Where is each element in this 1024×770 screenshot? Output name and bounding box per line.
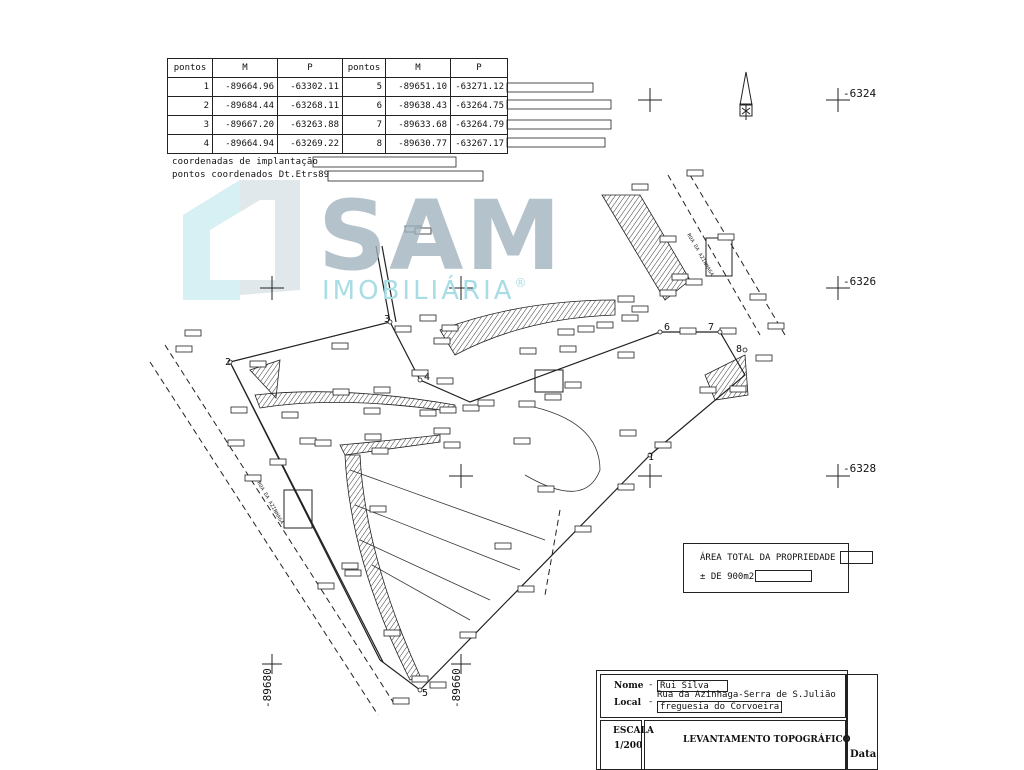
title-block-title-box	[644, 720, 846, 770]
table-cell: -89664.94	[212, 134, 278, 154]
header-p-2: P	[450, 58, 508, 78]
implantation-note: coordenadas de implantação	[172, 157, 319, 167]
watermark-subtitle: IMOBILIÁRIA®	[322, 276, 530, 306]
header-pontos-2: pontos	[342, 58, 386, 78]
property-boundary	[229, 245, 746, 691]
table-cell: -89630.77	[385, 134, 451, 154]
grid-label-bottom-left: -89680	[261, 668, 274, 708]
point-label-3: 3	[384, 314, 391, 325]
table-cell: 4	[167, 134, 213, 154]
header-m-1: M	[212, 58, 278, 78]
header-m-2: M	[385, 58, 451, 78]
header-p-1: P	[277, 58, 343, 78]
table-cell: -89664.96	[212, 77, 278, 97]
table-cell: -63264.75	[450, 96, 508, 116]
spot-height-labels	[175, 169, 785, 705]
point-label-1: 1	[648, 452, 655, 463]
area-value: ± DE 900m2	[700, 572, 755, 582]
area-title: ÁREA TOTAL DA PROPRIEDADE	[700, 553, 836, 563]
table-cell: -63264.79	[450, 115, 508, 135]
local-line2: freguesia do Corvoeira	[657, 701, 783, 713]
table-cell: -63269.22	[277, 134, 343, 154]
grid-label-low: -6328	[843, 462, 877, 475]
table-cell: 6	[342, 96, 386, 116]
table-cell: -89684.44	[212, 96, 278, 116]
table-cell: -89638.43	[385, 96, 451, 116]
table-row: 4 -89664.94 -63269.22 8 -89630.77 -63267…	[167, 134, 508, 154]
local-label: Local	[614, 698, 642, 708]
point-label-4: 4	[424, 372, 431, 383]
table-cell: 2	[167, 96, 213, 116]
table-cell: -63268.11	[277, 96, 343, 116]
etrs-note: pontos coordenados Dt.Etrs89	[172, 170, 330, 180]
area-value-box	[755, 570, 812, 582]
terrain-lines	[349, 404, 601, 621]
header-pontos-1: pontos	[167, 58, 213, 78]
escala-label: ESCALA	[613, 726, 654, 736]
local-dash: -	[648, 697, 654, 707]
table-row: 2 -89684.44 -63268.11 6 -89638.43 -63264…	[167, 96, 508, 116]
street-edges	[149, 174, 786, 716]
table-cell: -89633.68	[385, 115, 451, 135]
table-cell: -89651.10	[385, 77, 451, 97]
nome-label: Nome	[614, 681, 644, 691]
table-row: 3 -89667.20 -63263.88 7 -89633.68 -63264…	[167, 115, 508, 135]
north-arrow-icon	[739, 71, 753, 120]
grid-label-mid: -6326	[843, 275, 877, 288]
table-header-row: pontos M P pontos M P	[167, 58, 508, 78]
table-cell: -89667.20	[212, 115, 278, 135]
survey-point-markers	[227, 319, 748, 693]
title-block-name-box	[600, 674, 846, 718]
point-label-2: 2	[225, 357, 232, 368]
area-label-boxes	[840, 551, 873, 564]
point-label-7: 7	[708, 322, 715, 333]
table-cell: 7	[342, 115, 386, 135]
table-cell: 5	[342, 77, 386, 97]
structures	[283, 237, 733, 529]
area-panel	[683, 543, 849, 593]
point-label-6: 6	[664, 322, 671, 333]
grid-label-top: -6324	[843, 87, 877, 100]
watermark-house-icon	[183, 180, 300, 300]
table-cell: -63267.17	[450, 134, 508, 154]
point-label-5: 5	[422, 688, 429, 699]
table-cell: -63271.12	[450, 77, 508, 97]
coordinate-table: pontos M P pontos M P 1 -89664.96 -63302…	[167, 58, 508, 154]
table-row: 1 -89664.96 -63302.11 5 -89651.10 -63271…	[167, 77, 508, 97]
point-label-8: 8	[736, 344, 743, 355]
table-cell: -63263.88	[277, 115, 343, 135]
nome-value: Rui Silva	[657, 680, 728, 692]
watermark-title: SAM	[318, 180, 563, 292]
table-cell: 8	[342, 134, 386, 154]
watermark-sub-text: IMOBILIÁRIA	[322, 276, 515, 306]
table-cell: 1	[167, 77, 213, 97]
data-label: Data	[850, 749, 877, 760]
nome-dash: -	[648, 680, 654, 690]
registered-mark: ®	[514, 276, 530, 290]
grid-crosses	[260, 88, 850, 674]
grid-label-bottom-right: -89660	[450, 668, 463, 708]
escala-value: 1/200	[614, 741, 643, 751]
table-cell: 3	[167, 115, 213, 135]
table-cell: -63302.11	[277, 77, 343, 97]
local-line1: Rua da Azinhaga-Serra de S.Julião	[657, 690, 836, 700]
drawing-title: LEVANTAMENTO TOPOGRÁFICO	[683, 735, 851, 745]
